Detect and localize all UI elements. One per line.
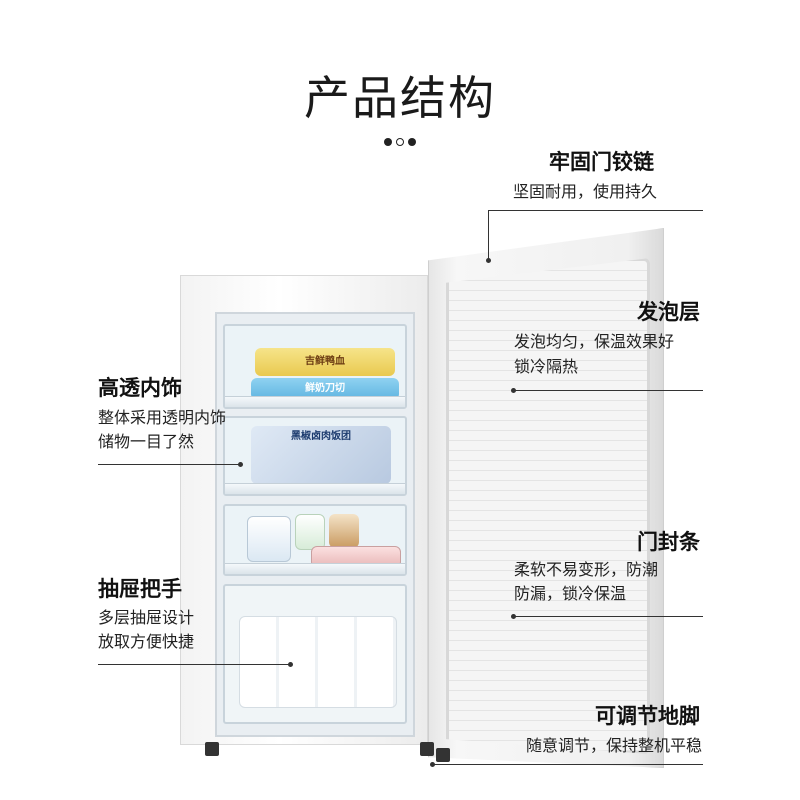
drawer-front-lip [225,563,405,574]
drawer-front-lip [225,483,405,494]
drawer-title: 抽屉把手 [98,577,182,601]
adjustable-foot-icon [420,742,434,756]
feet-title: 可调节地脚 [595,704,700,728]
liner-desc-1: 整体采用透明内饰 [98,408,227,427]
foam-desc-1: 发泡均匀，保温效果好 [514,332,675,351]
carousel-dots [384,138,424,148]
food-container [329,514,359,548]
package-label: 黑椒卤肉饭团 [251,426,391,484]
foam-title: 发泡层 [637,300,700,324]
leader-dot-icon [430,762,435,767]
seal-title: 门封条 [637,530,700,554]
leader-line [98,664,290,665]
leader-dot-icon [288,662,293,667]
hinge-title: 牢固门铰链 [549,150,654,174]
liner-desc-2: 储物一目了然 [98,432,195,451]
leader-line [432,764,703,765]
food-container [247,516,291,562]
leader-line [98,464,240,465]
drawer-front-lip [225,396,405,407]
adjustable-foot-icon [436,748,450,762]
feet-desc: 随意调节，保持整机平稳 [525,736,702,755]
drawer-third[interactable] [223,504,407,576]
package-label: 鲜奶刀切 [251,378,399,400]
drawer-second[interactable]: 黑椒卤肉饭团 [223,416,407,496]
carousel-dot-icon[interactable] [408,138,416,146]
drawer-bottom[interactable] [223,584,407,724]
leader-dot-icon [486,258,491,263]
carousel-dot-icon[interactable] [384,138,392,146]
carousel-dot-icon[interactable] [396,138,404,146]
food-bags [239,616,397,708]
liner-title: 高透内饰 [98,376,182,400]
drawer-desc-2: 放取方便快捷 [98,632,195,651]
leader-line [488,210,489,260]
leader-dot-icon [511,614,516,619]
hinge-desc: 坚固耐用，使用持久 [512,182,657,201]
leader-dot-icon [511,388,516,393]
package-label: 吉鲜鸭血 [255,348,395,376]
drawer-desc-1: 多层抽屉设计 [98,608,195,627]
adjustable-foot-icon [205,742,219,756]
seal-desc-1: 柔软不易变形，防潮 [514,560,659,579]
leader-line [488,210,703,211]
foam-desc-2: 锁冷隔热 [514,357,579,376]
leader-line [514,616,703,617]
freezer-interior: 吉鲜鸭血 鲜奶刀切 黑椒卤肉饭团 [215,312,415,737]
food-container [295,514,325,550]
leader-line [514,390,703,391]
page-title: 产品结构 [304,71,496,125]
drawer-top[interactable]: 吉鲜鸭血 鲜奶刀切 [223,324,407,409]
leader-dot-icon [238,462,243,467]
seal-desc-2: 防漏，锁冷保温 [514,584,627,603]
